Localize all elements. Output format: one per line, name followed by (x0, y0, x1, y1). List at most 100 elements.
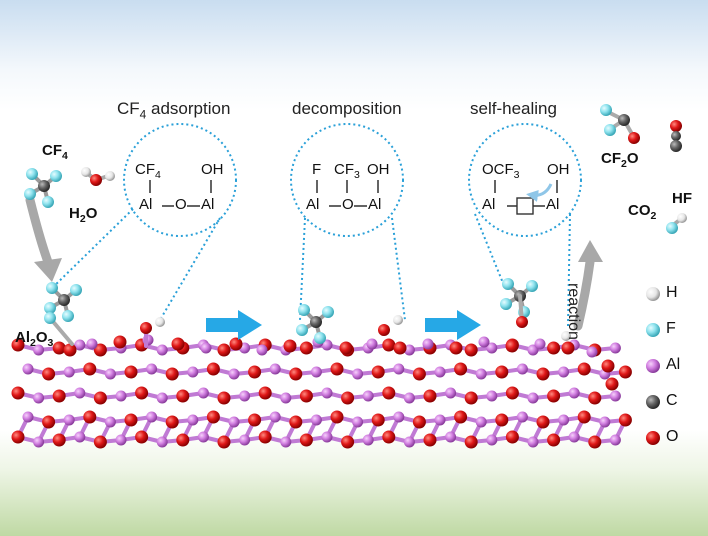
slab-atom-o (165, 367, 179, 381)
slab-atom-al (609, 434, 621, 446)
slab-atom-o (229, 337, 243, 351)
slab-atom-o (52, 433, 66, 447)
atom-f (24, 188, 36, 200)
slab-atom-o (124, 365, 138, 379)
slab-atom-al (104, 368, 116, 380)
slab-atom-o (423, 433, 437, 447)
atom-o (670, 120, 682, 132)
adsorbed-f (44, 312, 74, 346)
slab-atom-al (516, 411, 528, 423)
slab-atom-o (165, 415, 179, 429)
slab-atom-al (146, 411, 158, 423)
slab-atom-o (618, 413, 632, 427)
slab-atom-al (321, 431, 333, 443)
slab-atom-o (330, 410, 344, 424)
slab-atom-o (341, 391, 355, 405)
label-cf4: CF4 (42, 142, 68, 162)
zoom-circle-adsorption (123, 123, 237, 237)
atom-f (298, 304, 310, 316)
label-cf2o: CF2O (601, 150, 639, 170)
slab-atom-al (74, 339, 86, 351)
atom-f (44, 312, 56, 324)
atom-h (561, 331, 571, 341)
slab-atom-al (321, 387, 333, 399)
slab-atom-al (558, 414, 570, 426)
slab-atom-al (586, 346, 598, 358)
slab-atom-al (156, 436, 168, 448)
atom-h (677, 213, 687, 223)
healing-arrow (526, 183, 553, 202)
slab-atom-o (454, 362, 468, 376)
legend-c-sphere (646, 395, 660, 409)
slab-atom-al (558, 366, 570, 378)
atom-f (44, 302, 56, 314)
slab-atom-o (11, 338, 25, 352)
label-hf: HF (672, 190, 692, 207)
slab-atom-al (156, 344, 168, 356)
slab-atom-o (588, 435, 602, 449)
slab-atom-o (605, 377, 619, 391)
slab-atom-o (505, 339, 519, 353)
slab-atom-o (52, 389, 66, 403)
adsorption-cf4: CF4 (135, 161, 161, 181)
adsorption-al-right: Al (201, 196, 215, 213)
slab-atom-al (445, 431, 457, 443)
slab-atom-o (299, 433, 313, 447)
healing-oh: OH (547, 161, 570, 178)
slab-atom-al (63, 414, 75, 426)
slab-atom-o (341, 435, 355, 449)
slab-atom-o (135, 386, 149, 400)
slab-atom-o (464, 435, 478, 449)
slab-atom-o (299, 389, 313, 403)
slab-atom-o (206, 362, 220, 376)
slab-atom-al (568, 387, 580, 399)
slab-atom-al (609, 390, 621, 402)
zoom-guide-lines (47, 123, 582, 327)
co2-molecule (670, 120, 682, 152)
atom-f (296, 324, 308, 336)
slab-atom-al (475, 368, 487, 380)
slab-atom-o (371, 413, 385, 427)
decomp-al-right: Al (368, 196, 382, 213)
slab-atom-o (171, 337, 185, 351)
zoom-circle-healing (468, 123, 582, 237)
slab-atom-al (486, 434, 498, 446)
slab-atom-al (33, 436, 45, 448)
healing-ocf3: OCF3 (482, 161, 520, 181)
slab-atom-o (289, 415, 303, 429)
atom-f (322, 306, 334, 318)
atom-f (502, 278, 514, 290)
atom-f (314, 332, 326, 344)
slab-atom-o (412, 367, 426, 381)
hydroxyl-1 (140, 317, 165, 348)
slab-atom-al (310, 414, 322, 426)
slab-atom-o (393, 341, 407, 355)
slab-atom-al (228, 416, 240, 428)
healing-bonds (494, 180, 558, 207)
atom-f (62, 310, 74, 322)
slab-atom-al (445, 387, 457, 399)
al2o3-slab (11, 334, 632, 449)
slab-atom-o (464, 343, 478, 357)
label-co2: CO2 (628, 202, 657, 222)
atom-h (81, 167, 91, 177)
slab-atom-al (534, 338, 546, 350)
slab-atom-o (412, 415, 426, 429)
legend-c-label: C (666, 392, 678, 409)
slab-atom-o (505, 386, 519, 400)
slab-atom-al (187, 366, 199, 378)
slab-atom-al (197, 387, 209, 399)
atom-f (666, 222, 678, 234)
slab-atom-al (527, 436, 539, 448)
cf2o-molecule (600, 104, 640, 144)
atom-h (393, 315, 403, 325)
legend-o-label: O (666, 428, 679, 445)
slab-atom-o (382, 338, 396, 352)
adsorption-arrow (25, 195, 53, 267)
slab-atom-o (289, 367, 303, 381)
atom-c (38, 180, 50, 192)
process-arrow-1 (206, 310, 262, 340)
healing-ocf3-group (500, 278, 538, 328)
slab-atom-o (505, 430, 519, 444)
